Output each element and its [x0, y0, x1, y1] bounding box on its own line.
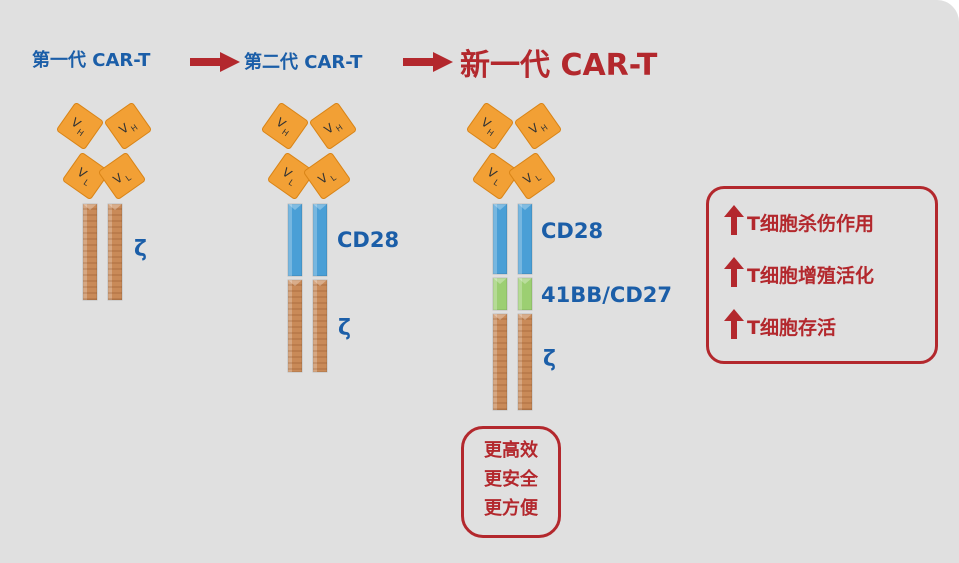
badge-line: 更安全 [484, 469, 538, 490]
up-arrow-icon [724, 309, 744, 339]
zeta-domain [82, 203, 98, 301]
gen2-label: 第二代 CAR-T [244, 52, 363, 73]
zeta-domain [312, 279, 328, 373]
zeta-domain [287, 279, 303, 373]
svg-text:L: L [534, 173, 543, 183]
vl-domain: VL [268, 153, 314, 199]
gen2-cd28-label: CD28 [337, 228, 400, 252]
arrow-right-icon [190, 52, 240, 72]
cd28-domain [517, 203, 533, 275]
gen1-zeta-label: ζ [134, 237, 147, 262]
svg-text:L: L [287, 178, 296, 188]
svg-text:H: H [280, 127, 290, 138]
svg-text:H: H [334, 123, 344, 134]
zeta-domain [492, 313, 508, 411]
vh-domain: VH [467, 103, 513, 149]
vh-domain: VH [105, 103, 151, 149]
gen3-41bb-cd27-label: 41BB/CD27 [541, 283, 672, 307]
badge-line: 更高效 [484, 440, 538, 461]
vh-domain: VH [262, 103, 308, 149]
vh-domain: VH [515, 103, 561, 149]
vl-domain: VL [473, 153, 519, 199]
svg-text:L: L [492, 178, 501, 188]
gen3-benefit-badge: 更高效 更安全 更方便 [461, 426, 561, 538]
vl-domain: VL [509, 153, 555, 199]
svg-text:H: H [75, 127, 85, 138]
vl-domain: VL [304, 153, 350, 199]
badge-line: 更方便 [484, 498, 538, 519]
vl-domain: VL [99, 153, 145, 199]
gen2-zeta-label: ζ [338, 316, 351, 341]
effects-item-label: T细胞增殖活化 [747, 265, 874, 287]
svg-text:L: L [82, 178, 91, 188]
svg-text:H: H [485, 127, 495, 138]
vh-domain: VH [57, 103, 103, 149]
arrow-right-icon [403, 52, 453, 72]
vl-domain: VL [63, 153, 109, 199]
up-arrow-icon [724, 257, 744, 287]
svg-text:H: H [539, 123, 549, 134]
svg-text:L: L [329, 173, 338, 183]
zeta-domain [517, 313, 533, 411]
cd28-domain [312, 203, 328, 277]
svg-text:L: L [124, 173, 133, 183]
gen3-cd28-label: CD28 [541, 219, 604, 243]
effects-item-label: T细胞杀伤作用 [747, 213, 874, 235]
41bb-cd27-domain [492, 277, 508, 311]
gen3-zeta-label: ζ [543, 347, 556, 372]
effects-box: T细胞杀伤作用 T细胞增殖活化 T细胞存活 [706, 186, 938, 364]
vh-domain: VH [310, 103, 356, 149]
cd28-domain [287, 203, 303, 277]
up-arrow-icon [724, 205, 744, 235]
cd28-domain [492, 203, 508, 275]
gen1-label: 第一代 CAR-T [32, 50, 151, 71]
svg-text:H: H [129, 123, 139, 134]
41bb-cd27-domain [517, 277, 533, 311]
gen3-label: 新一代 CAR-T [460, 48, 658, 83]
effects-item-label: T细胞存活 [747, 317, 836, 339]
zeta-domain [107, 203, 123, 301]
